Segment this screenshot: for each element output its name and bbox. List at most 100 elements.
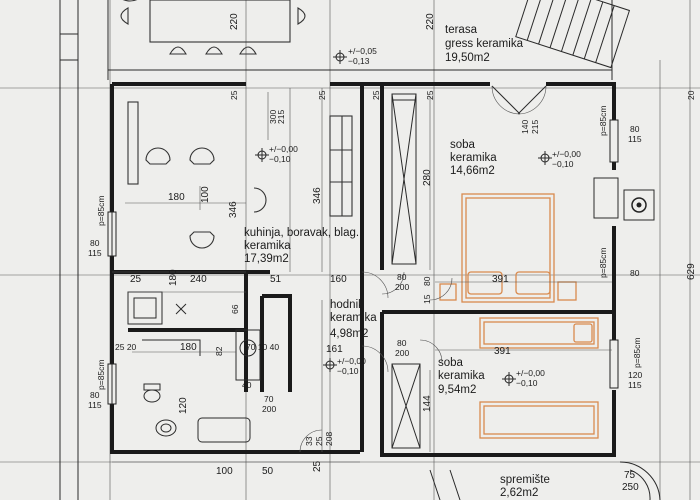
terrace-area	[107, 0, 631, 80]
dining-chairs	[120, 0, 306, 55]
bedroom1-level-bottom: −0,10	[552, 159, 574, 169]
double-bed	[461, 193, 555, 303]
dim-40: 40	[242, 380, 252, 390]
dim-80-e: 80	[630, 268, 640, 278]
dim-80-b: 80	[630, 124, 640, 134]
window-right-upper	[609, 119, 619, 163]
dim-300: 300	[268, 110, 278, 124]
dim-p85-c: p=85cm	[598, 248, 608, 278]
dim-115-b: 115	[628, 134, 642, 144]
dim-115-c: 115	[88, 400, 102, 410]
bedroom2-level-bottom: −0,10	[516, 378, 538, 388]
hallway-area: 4,98m2	[330, 328, 368, 340]
dim-25-c: 25	[371, 90, 381, 100]
kitchen-level-bottom: −0,10	[269, 154, 291, 164]
dim-75: 75	[624, 470, 636, 481]
level-marker-terrace	[333, 50, 347, 64]
dim-346-b: 346	[312, 187, 323, 204]
terrace-level-bottom: −0,13	[348, 56, 370, 66]
dim-80-c: 80	[397, 272, 407, 282]
interior-doors	[299, 271, 453, 453]
dim-120-b: 120	[628, 370, 642, 380]
dim-51: 51	[270, 274, 282, 285]
dim-200-b: 200	[395, 348, 409, 358]
dim-115-a: 115	[88, 248, 102, 258]
single-bed-2	[479, 401, 599, 439]
terrace-door	[491, 85, 547, 115]
bedroom1-level-top: +/−0,00	[552, 149, 581, 159]
bedroom1-name: soba	[450, 139, 476, 151]
kitchen-floor: keramika	[244, 240, 291, 252]
dim-250: 250	[622, 482, 639, 493]
dim-p85-e: p=85cm	[632, 338, 642, 368]
dim-215-b: 215	[530, 120, 540, 134]
wardrobe-upper	[391, 93, 417, 265]
dim-180-b: 180	[168, 269, 179, 286]
dim-p85-a: p=85cm	[96, 196, 106, 226]
sofa	[329, 115, 353, 217]
dim-70: 70	[264, 394, 274, 404]
terrace-name: terasa	[445, 24, 478, 36]
bedroom2-area: 9,54m2	[438, 384, 476, 396]
wardrobe-lower	[391, 363, 421, 449]
dining-table	[149, 0, 291, 43]
dim-346-a: 346	[228, 201, 239, 218]
terrace-area: 19,50m2	[445, 52, 490, 64]
dim-100-b: 100	[216, 466, 233, 477]
kitchen-name: kuhinja, boravak, blag.	[244, 227, 359, 239]
dim-240: 240	[190, 274, 207, 285]
dim-25-e: 25	[130, 274, 142, 285]
hallway-floor: keramika	[330, 312, 377, 324]
dim-629: 629	[686, 263, 697, 280]
bathroom-fixtures	[142, 329, 261, 443]
window-left-upper	[107, 211, 117, 257]
dim-391-b: 391	[494, 346, 511, 357]
dim-100-a: 100	[200, 186, 211, 203]
dim-115-d: 115	[628, 380, 642, 390]
chimney	[593, 177, 655, 221]
dim-p85-d: p=85cm	[96, 360, 106, 390]
dim-140: 140	[520, 120, 530, 134]
dim-70-10-40: 70 10 40	[246, 342, 279, 352]
dim-20: 20	[686, 90, 696, 100]
dim-80-g: 80	[90, 390, 100, 400]
level-marker-kitchen	[255, 148, 269, 162]
dimension-lines	[112, 88, 612, 463]
dim-25-f: 25	[314, 436, 324, 446]
window-right-lower	[609, 339, 619, 389]
dim-25-b: 25	[317, 90, 327, 100]
dim-200-a: 200	[395, 282, 409, 292]
entrance-stair	[429, 461, 661, 500]
dim-160: 160	[330, 274, 347, 285]
single-bed-1	[479, 317, 599, 349]
dim-120-a: 120	[178, 397, 189, 414]
dim-25-20: 25 20	[115, 342, 137, 352]
level-marker-bedroom1	[538, 151, 552, 165]
level-marker-hallway	[323, 358, 337, 372]
bedroom2-level-top: +/−0,00	[516, 368, 545, 378]
dim-144: 144	[422, 395, 433, 412]
kitchen-table	[127, 101, 267, 249]
dim-180-c: 180	[180, 342, 197, 353]
bedroom2-name: soba	[438, 357, 464, 369]
dim-220-a: 220	[229, 13, 240, 30]
dim-15: 15	[422, 294, 432, 304]
exterior-left	[59, 0, 79, 500]
hallway-level-bottom: −0,10	[337, 366, 359, 376]
level-marker-bedroom2	[502, 372, 516, 386]
dim-25-d: 25	[425, 90, 435, 100]
dim-25-g: 25	[312, 460, 323, 472]
dim-80-f: 80	[397, 338, 407, 348]
dim-391-a: 391	[492, 274, 509, 285]
dim-82: 82	[214, 346, 224, 356]
kitchen-area: 17,39m2	[244, 253, 289, 265]
hallway-level-top: +/−0,00	[337, 356, 366, 366]
storage-name: spremište	[500, 474, 550, 486]
exterior-stair	[515, 0, 631, 69]
dim-180-a: 180	[168, 192, 185, 203]
dim-280: 280	[422, 169, 433, 186]
dim-66: 66	[230, 304, 240, 314]
terrace-floor: gress keramika	[445, 38, 524, 50]
